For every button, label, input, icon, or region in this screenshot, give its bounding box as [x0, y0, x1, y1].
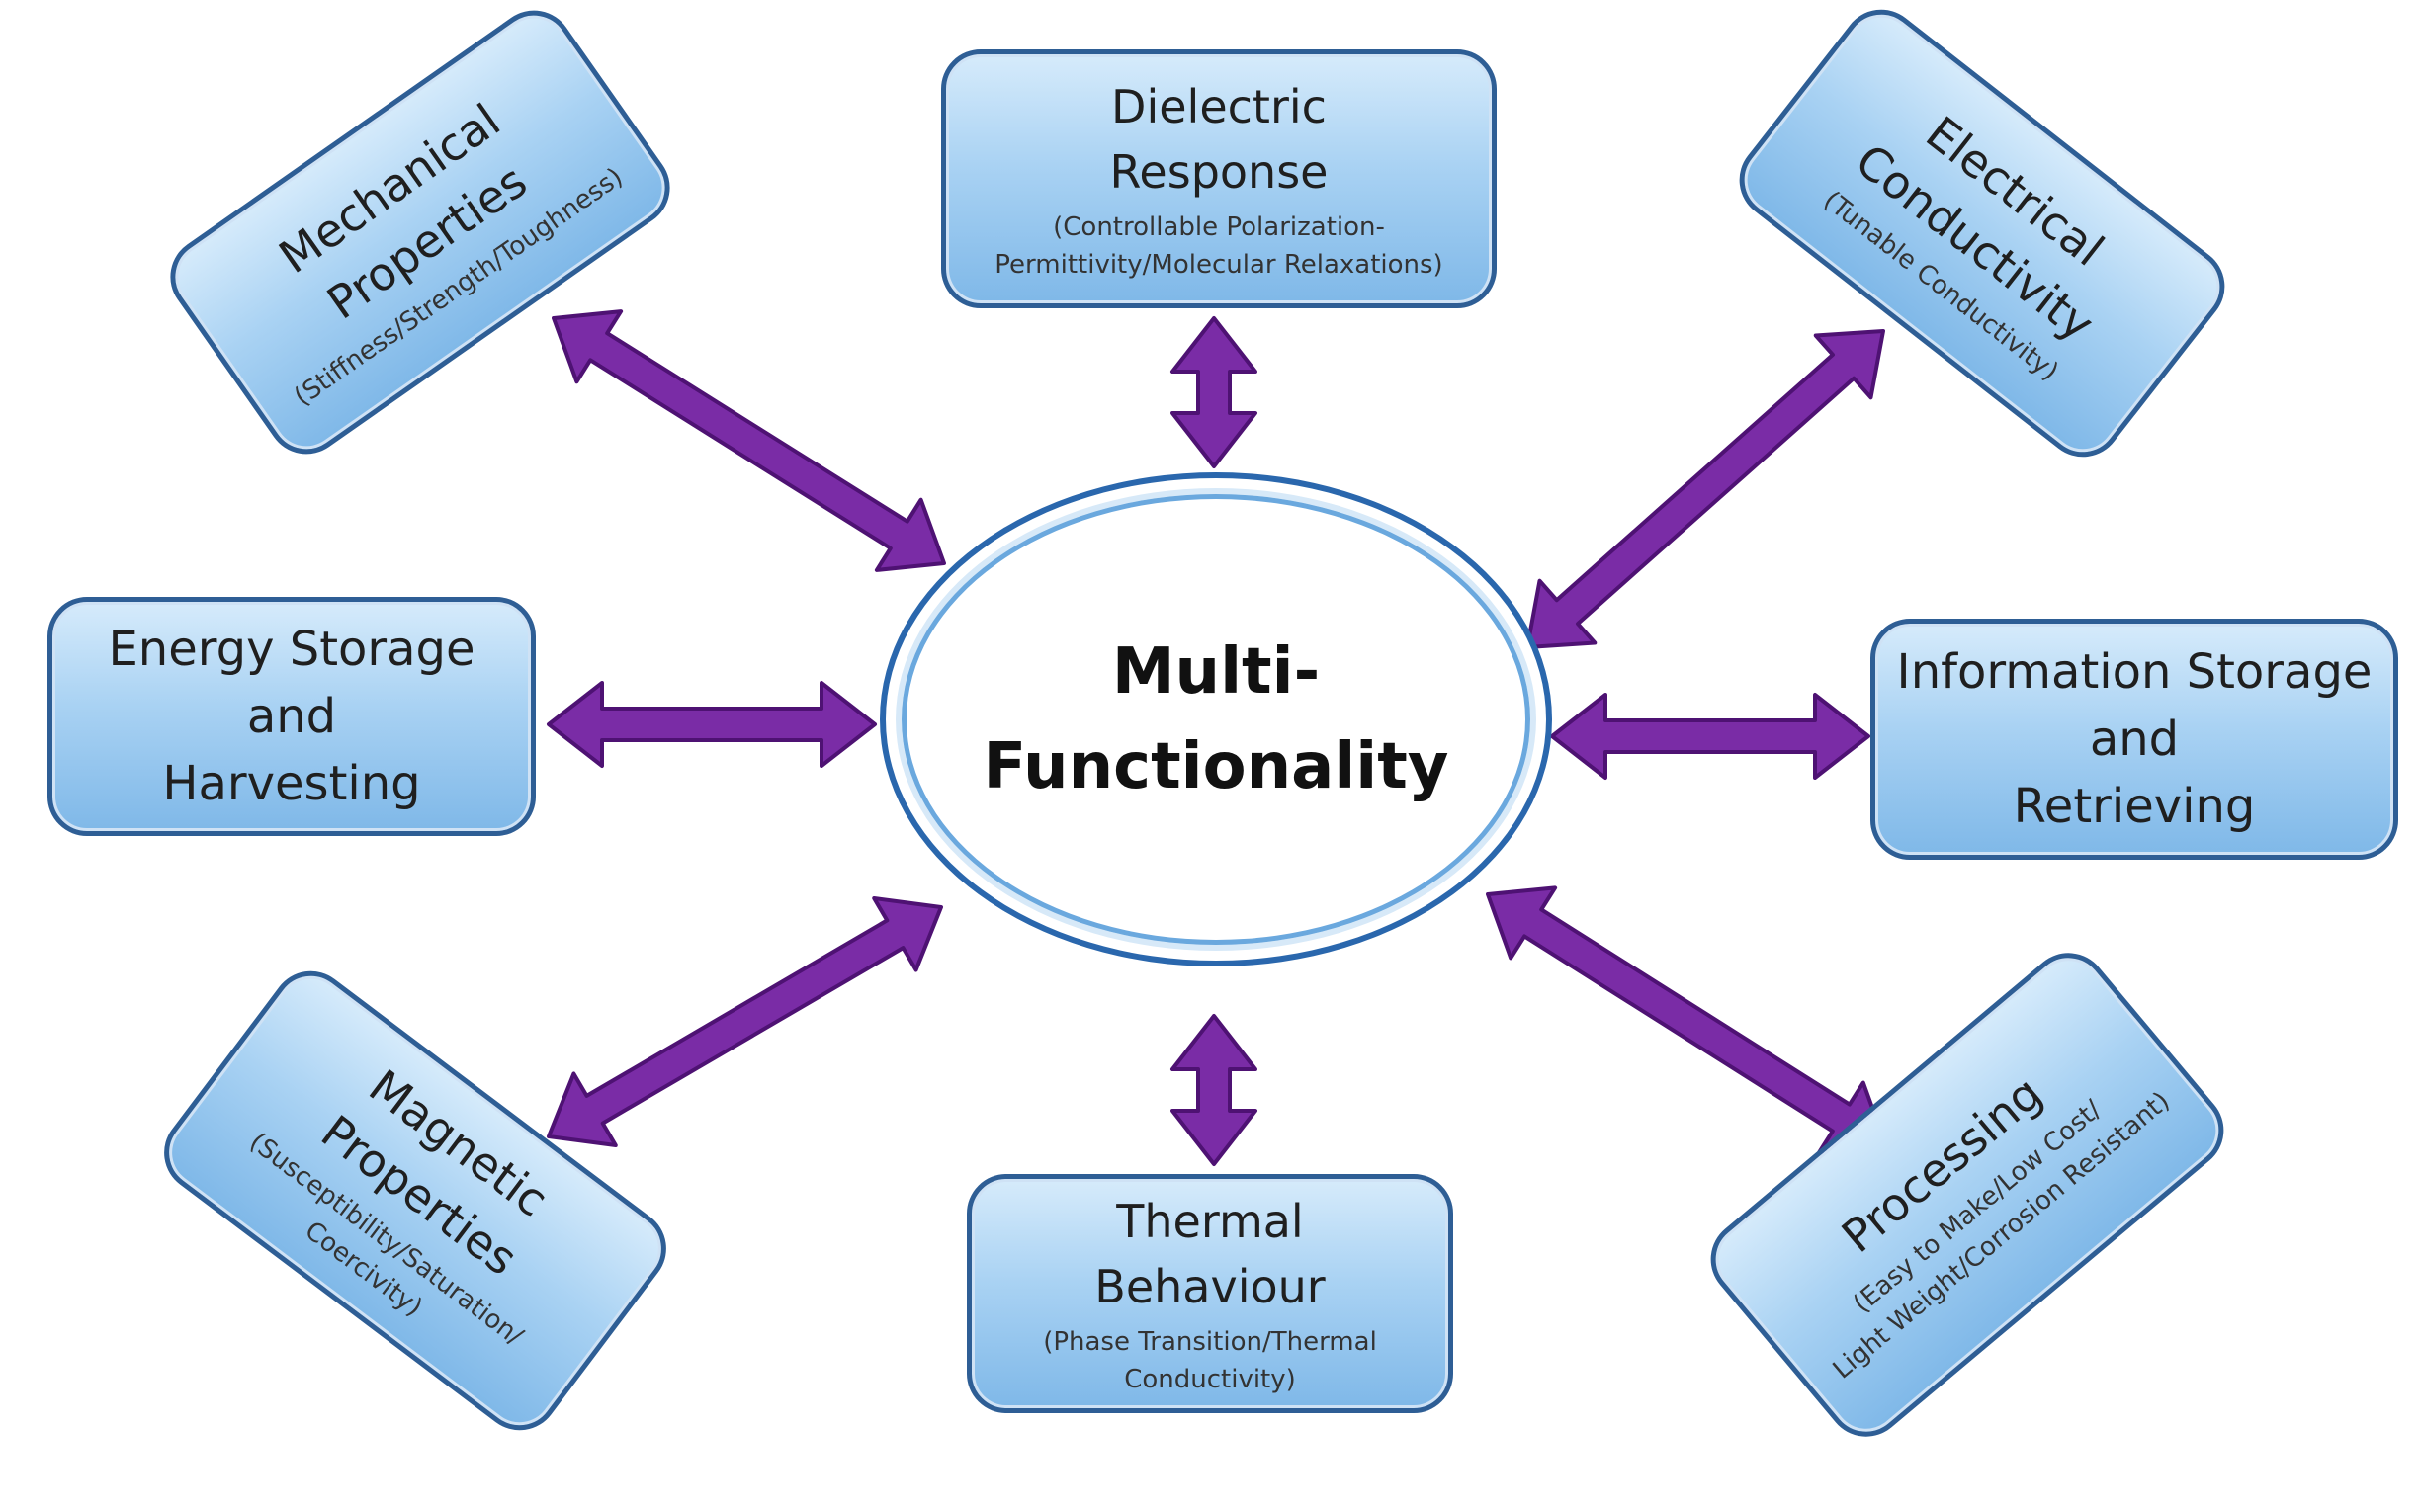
center-line-2: Functionality [983, 730, 1449, 803]
arrow-thermal [1170, 1014, 1257, 1166]
thermal-title-1: Thermal [1116, 1195, 1304, 1248]
dielectric-subtitle-1: (Controllable Polarization- [1053, 212, 1385, 242]
information-line-2: and [2089, 712, 2180, 767]
multi-functionality-label: Multi- Functionality [983, 625, 1448, 814]
dielectric-title-2: Response [1109, 145, 1329, 199]
arrow-processing [1486, 885, 1888, 1155]
arrow-energy [547, 681, 877, 768]
arrow-information [1550, 693, 1870, 780]
thermal-subtitle-1: (Phase Transition/Thermal [1043, 1327, 1377, 1357]
dielectric-subtitle-2: Permittivity/Molecular Relaxations) [994, 250, 1443, 280]
information-storage-node: Information Storage and Retrieving [1870, 619, 2398, 860]
arrow-dielectric [1170, 316, 1257, 468]
thermal-behaviour-node: Thermal Behaviour (Phase Transition/Ther… [967, 1174, 1453, 1413]
information-line-1: Information Storage [1896, 644, 2373, 700]
center-line-1: Multi- [1111, 635, 1321, 709]
arrow-electrical [1525, 329, 1885, 649]
energy-storage-node: Energy Storage and Harvesting [47, 597, 536, 836]
energy-line-3: Harvesting [162, 756, 421, 811]
thermal-subtitle-2: Conductivity) [1124, 1365, 1296, 1394]
thermal-title-2: Behaviour [1094, 1260, 1326, 1313]
multi-functionality-inner-ring: Multi- Functionality [902, 494, 1530, 945]
information-line-3: Retrieving [2013, 779, 2256, 834]
energy-line-1: Energy Storage [108, 622, 475, 677]
dielectric-title-1: Dielectric [1111, 80, 1327, 133]
energy-line-2: and [246, 689, 337, 744]
multi-functionality-node: Multi- Functionality [880, 472, 1552, 966]
arrow-mechanical [552, 309, 946, 572]
dielectric-response-node: Dielectric Response (Controllable Polari… [941, 49, 1497, 308]
arrow-magnetic [547, 896, 943, 1147]
